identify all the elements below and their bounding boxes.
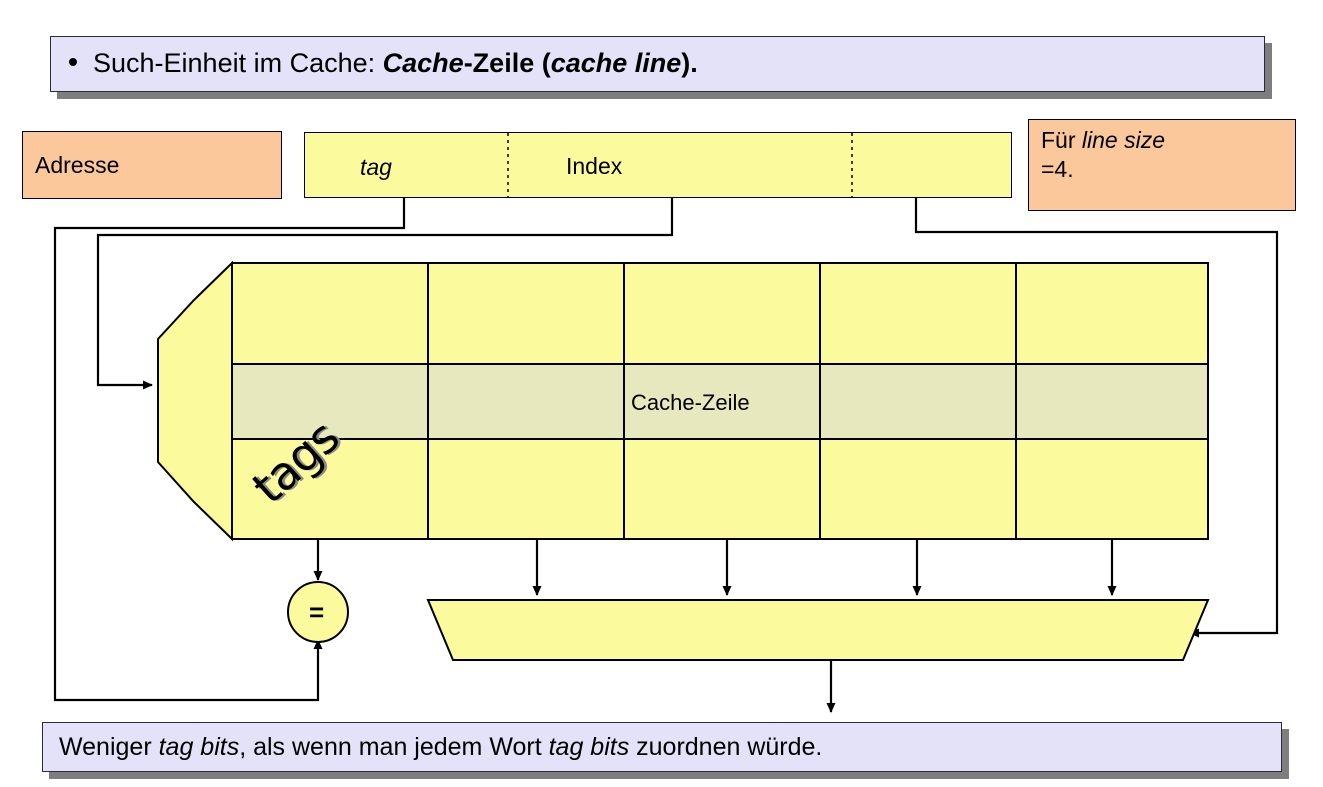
bullet-icon (69, 58, 77, 67)
comparator-circle (287, 581, 349, 643)
title-part-0: Such-Einheit im Cache: (93, 48, 383, 79)
footer-part-2: , als wenn man jedem Wort (239, 732, 549, 761)
address-segment-tag-label: tag (360, 154, 392, 180)
adresse-label-box: Adresse (22, 131, 282, 199)
wire-offset-to-mux (914, 198, 1279, 638)
footer-banner: Weniger tag bits, als wenn man jedem Wor… (42, 722, 1282, 772)
cache-cell-r0-c1 (623, 263, 820, 364)
wire-datacols-to-mux (532, 540, 1117, 596)
tag-array-shape (157, 260, 233, 542)
cache-cell-r0-c2 (819, 263, 1016, 364)
title-part-5: ). (681, 48, 698, 79)
footer-banner-text: Weniger tag bits, als wenn man jedem Wor… (59, 733, 822, 762)
note-line2: =4. (1041, 155, 1074, 182)
cache-cell-r1-c0 (427, 363, 624, 439)
wire-tag-to-comparator (53, 198, 406, 702)
cache-line-label: Cache-Zeile (631, 390, 750, 415)
cache-grid-lines (231, 262, 1209, 540)
title-part-2: -Zeile (463, 48, 535, 79)
address-field (304, 132, 1012, 198)
address-segment-index-label: Index (566, 153, 623, 179)
title-part-4: cache line (550, 48, 682, 79)
address-segment-dividers (507, 133, 853, 197)
footer-part-4: zuordnen würde. (629, 732, 823, 761)
footer-part-3: tag bits (548, 732, 630, 761)
title-banner: Such-Einheit im Cache: Cache-Zeile (cach… (50, 36, 1265, 92)
cache-cell-r2-tags (232, 438, 428, 539)
footer-part-1: tag bits (158, 732, 240, 761)
line-size-note-box: Für line size =4. (1028, 119, 1296, 211)
adresse-label-text: Adresse (35, 151, 120, 178)
cache-cell-r2-c1 (623, 438, 820, 539)
comparator-equals-label: = (309, 597, 325, 627)
title-part-3: ( (534, 48, 551, 79)
title-banner-text: Such-Einheit im Cache: Cache-Zeile (cach… (69, 48, 698, 79)
title-part-1: Cache (382, 48, 464, 79)
footer-part-0: Weniger (59, 732, 159, 761)
cache-cell-r0-c0 (427, 263, 624, 364)
cache-cell-r0-tags (232, 263, 428, 364)
mux-shape (426, 599, 1210, 661)
note-line1-prefix: Für (1041, 127, 1082, 153)
wire-index-to-tag-array (96, 198, 674, 390)
note-line1-italic: line size (1081, 127, 1165, 153)
